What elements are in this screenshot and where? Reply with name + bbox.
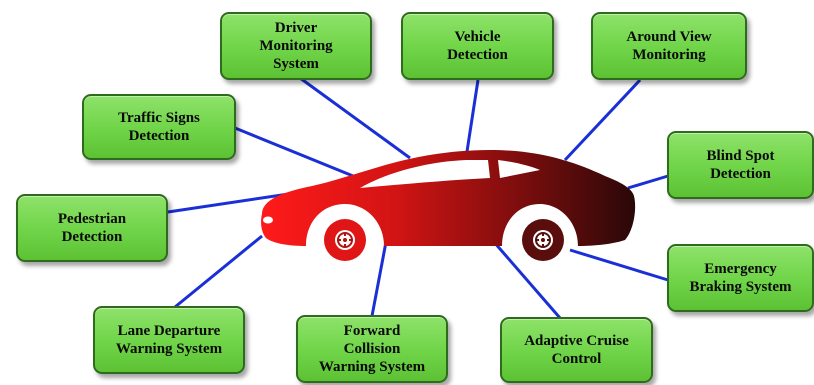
car-window — [360, 160, 490, 188]
car-rear-window — [498, 160, 540, 178]
connector-lane-departure — [174, 234, 263, 309]
adaptive-cruise-control-box[interactable]: Adaptive Cruise Control — [500, 317, 653, 383]
around-view-monitoring-label: Around View Monitoring — [626, 29, 712, 63]
vehicle-detection-label: Vehicle Detection — [447, 29, 508, 63]
rear-wheel — [517, 214, 569, 266]
traffic-signs-detection-box[interactable]: Traffic Signs Detection — [82, 94, 236, 160]
emergency-braking-system-label: Emergency Braking System — [689, 261, 792, 295]
traffic-signs-detection-label: Traffic Signs Detection — [118, 110, 200, 144]
connector-forward-collision — [370, 241, 388, 317]
lane-departure-warning-label: Lane Departure Warning System — [115, 323, 223, 357]
blind-spot-detection-box[interactable]: Blind Spot Detection — [667, 131, 814, 199]
lane-departure-warning-box[interactable]: Lane Departure Warning System — [93, 306, 245, 374]
car-body — [261, 150, 636, 246]
forward-collision-warning-box[interactable]: Forward Collision Warning System — [296, 315, 448, 383]
around-view-monitoring-box[interactable]: Around View Monitoring — [591, 12, 747, 80]
connector-lines — [167, 76, 669, 319]
connector-blind-spot — [627, 174, 669, 190]
connector-vehicle-detection — [464, 79, 480, 159]
pedestrian-detection-box[interactable]: Pedestrian Detection — [16, 194, 168, 262]
connector-emergency-braking — [569, 248, 669, 282]
pedestrian-detection-label: Pedestrian Detection — [57, 211, 127, 245]
connector-driver-monitoring — [299, 76, 411, 160]
driver-monitoring-label: Driver Monitoring System — [259, 20, 333, 72]
blind-spot-detection-label: Blind Spot Detection — [706, 148, 775, 182]
forward-collision-warning-label: Forward Collision Warning System — [318, 323, 426, 375]
connector-around-view — [563, 78, 642, 162]
adaptive-cruise-control-label: Adaptive Cruise Control — [524, 333, 629, 367]
connector-adaptive-cruise — [492, 241, 562, 319]
car-headlight — [263, 216, 273, 224]
car-icon — [261, 150, 636, 266]
emergency-braking-system-box[interactable]: Emergency Braking System — [667, 244, 814, 312]
connector-traffic-signs — [234, 126, 359, 180]
front-wheel — [319, 214, 371, 266]
driver-monitoring-box[interactable]: Driver Monitoring System — [220, 12, 372, 80]
vehicle-detection-box[interactable]: Vehicle Detection — [401, 12, 554, 80]
